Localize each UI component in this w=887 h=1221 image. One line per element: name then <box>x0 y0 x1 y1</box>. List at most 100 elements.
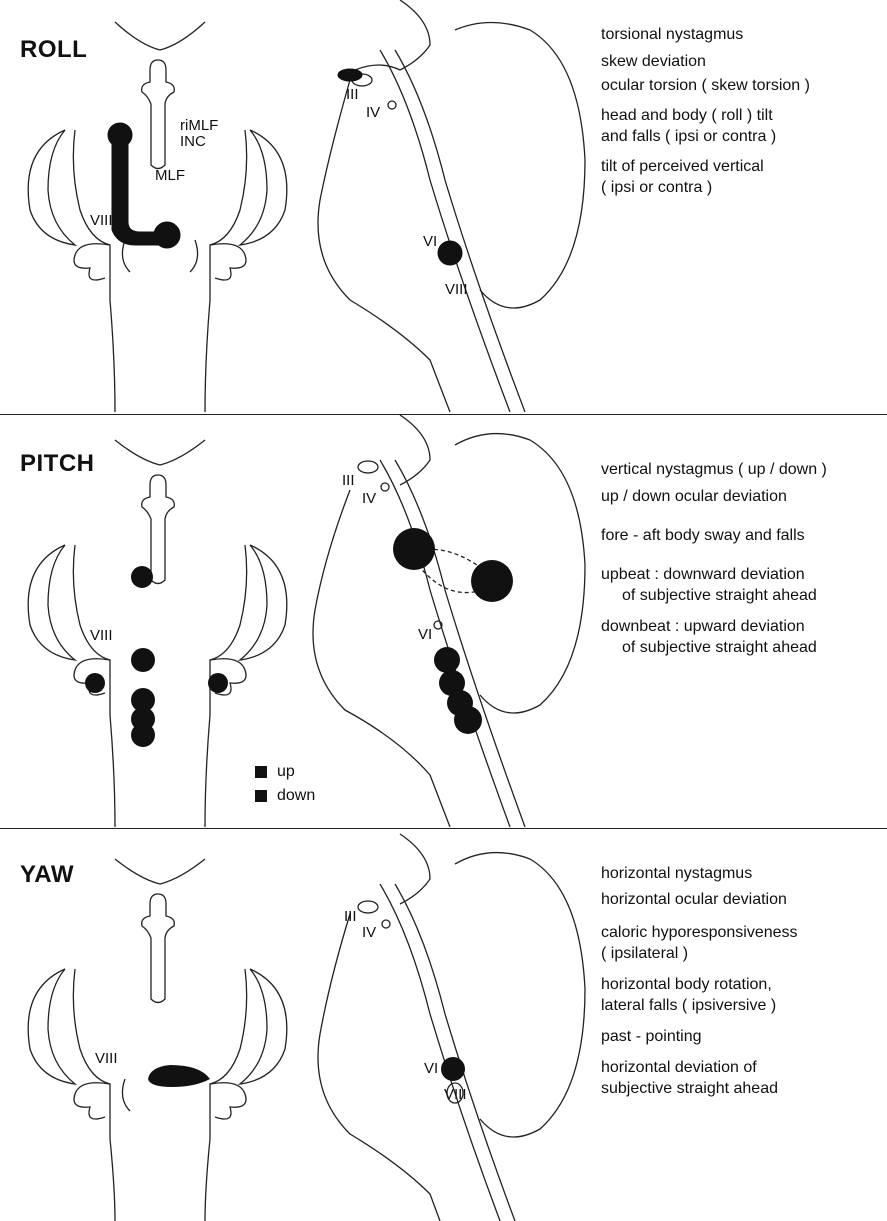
yaw-brainstem-sagittal <box>318 914 440 1221</box>
yaw-right-lobe <box>210 1083 246 1119</box>
yaw-top-arc <box>115 859 205 884</box>
roll-left-crescent <box>28 130 75 245</box>
roll-lesion-mlf-pathway <box>112 135 160 245</box>
pitch-left-crescent <box>28 545 75 660</box>
pitch-label-iii: III <box>342 473 355 489</box>
pitch-tract-2 <box>395 460 525 827</box>
pitch-iv-outline <box>381 483 389 491</box>
pitch-lesion-right-lobe <box>208 673 228 693</box>
pitch-desc-line: up / down ocular deviation <box>601 486 827 507</box>
roll-tract-3 <box>355 65 400 70</box>
roll-label-mlf: MLF <box>155 168 185 184</box>
legend-item-up: up <box>255 760 315 784</box>
yaw-inner-left-fold <box>122 1079 130 1111</box>
roll-iv-outline <box>388 101 396 109</box>
roll-top-arc <box>115 22 205 50</box>
yaw-cerebellum <box>455 853 585 1137</box>
pitch-desc-line: of subjective straight ahead <box>601 637 827 658</box>
legend-label-up: up <box>277 763 295 781</box>
pitch-lesion-medulla-bottom <box>131 723 155 747</box>
legend-swatch-down <box>255 790 267 802</box>
pitch-desc-line: of subjective straight ahead <box>601 585 827 606</box>
pitch-lesion-midbrain <box>131 566 153 588</box>
yaw-desc-line: horizontal deviation of <box>601 1057 798 1078</box>
yaw-left-crescent <box>28 969 75 1084</box>
pitch-description: vertical nystagmus ( up / down ) up / do… <box>601 459 827 658</box>
roll-lesion-vestibular <box>154 222 180 248</box>
yaw-desc-line: subjective straight ahead <box>601 1078 798 1099</box>
roll-aqueduct-outline <box>142 60 175 169</box>
yaw-label-viii-left: VIII <box>95 1051 118 1067</box>
roll-desc-line: ocular torsion ( skew torsion ) <box>601 75 810 96</box>
yaw-desc-line: horizontal ocular deviation <box>601 889 798 910</box>
yaw-title: YAW <box>20 861 74 889</box>
yaw-label-vi: VI <box>424 1061 438 1077</box>
pitch-label-viii-left: VIII <box>90 628 113 644</box>
roll-title: ROLL <box>20 36 87 64</box>
roll-label-iv: IV <box>366 105 380 121</box>
roll-inner-right-fold <box>190 240 198 272</box>
yaw-desc-line: past - pointing <box>601 1026 798 1047</box>
pitch-lesion-left-lobe <box>85 673 105 693</box>
yaw-tract-2 <box>395 884 515 1221</box>
roll-label-iii: III <box>346 87 359 103</box>
yaw-left-lobe <box>74 1083 110 1119</box>
legend-label-down: down <box>277 787 315 805</box>
roll-desc-line: head and body ( roll ) tilt <box>601 105 810 126</box>
yaw-tract-1 <box>380 884 500 1221</box>
pitch-label-iv: IV <box>362 491 376 507</box>
pitch-panel: PITCH VIII III IV VI up down vertical ny… <box>0 415 887 827</box>
pitch-lesion-iii-region <box>393 528 435 570</box>
yaw-lesion-vi <box>441 1057 465 1081</box>
yaw-desc-line: caloric hyporesponsiveness <box>601 922 798 943</box>
roll-label-vi: VI <box>423 234 437 250</box>
pitch-lesion-cerebellar <box>471 560 513 602</box>
legend-swatch-up <box>255 766 267 778</box>
yaw-iv-outline <box>382 920 390 928</box>
pitch-desc-line: fore - aft body sway and falls <box>601 525 827 546</box>
yaw-desc-line: ( ipsilateral ) <box>601 943 798 964</box>
pitch-tract-1 <box>380 460 510 827</box>
yaw-lesion-vestibular-nucleus <box>148 1065 210 1087</box>
roll-brainstem-figure <box>0 0 600 412</box>
yaw-label-iii: III <box>344 909 357 925</box>
legend-item-down: down <box>255 784 315 808</box>
pitch-lesion-vi-4 <box>454 706 482 734</box>
pitch-lesion-vi-1 <box>434 647 460 673</box>
roll-left-lobe <box>74 244 110 280</box>
yaw-sagittal-top <box>400 834 430 904</box>
roll-description: torsional nystagmus skew deviation ocula… <box>601 24 810 198</box>
roll-sagittal-top <box>400 0 430 70</box>
yaw-iii-outline <box>358 901 378 913</box>
pitch-desc-line: upbeat : downward deviation <box>601 564 827 585</box>
roll-lesion-iii <box>338 69 362 81</box>
pitch-desc-line: vertical nystagmus ( up / down ) <box>601 459 827 480</box>
yaw-brainstem-figure <box>0 829 600 1221</box>
yaw-label-iv: IV <box>362 925 376 941</box>
pitch-legend: up down <box>255 760 315 808</box>
roll-desc-line: and falls ( ipsi or contra ) <box>601 126 810 147</box>
yaw-aqueduct-outline <box>142 894 175 1003</box>
yaw-panel: YAW VIII III IV VI VIII horizontal nysta… <box>0 829 887 1221</box>
pitch-lesion-medulla-upper <box>131 648 155 672</box>
roll-tract-2 <box>395 50 525 412</box>
yaw-desc-line: horizontal nystagmus <box>601 863 798 884</box>
roll-label-viii-right: VIII <box>445 282 468 298</box>
yaw-label-viii-right: VIII <box>444 1087 467 1103</box>
pitch-desc-line: downbeat : upward deviation <box>601 616 827 637</box>
roll-lesion-vi <box>438 241 462 265</box>
roll-cerebellum <box>455 23 585 309</box>
pitch-sagittal-top <box>400 415 430 485</box>
roll-tract-1 <box>380 50 510 412</box>
yaw-desc-line: horizontal body rotation, <box>601 974 798 995</box>
roll-desc-line: torsional nystagmus <box>601 24 810 45</box>
roll-label-inc: INC <box>180 134 206 150</box>
roll-desc-line: ( ipsi or contra ) <box>601 177 810 198</box>
roll-label-viii-left: VIII <box>90 213 113 229</box>
yaw-description: horizontal nystagmus horizontal ocular d… <box>601 863 798 1099</box>
roll-label-rimlf: riMLF <box>180 118 218 134</box>
roll-desc-line: tilt of perceived vertical <box>601 156 810 177</box>
yaw-desc-line: lateral falls ( ipsiversive ) <box>601 995 798 1016</box>
pitch-title: PITCH <box>20 450 95 478</box>
pitch-iii-outline <box>358 461 378 473</box>
